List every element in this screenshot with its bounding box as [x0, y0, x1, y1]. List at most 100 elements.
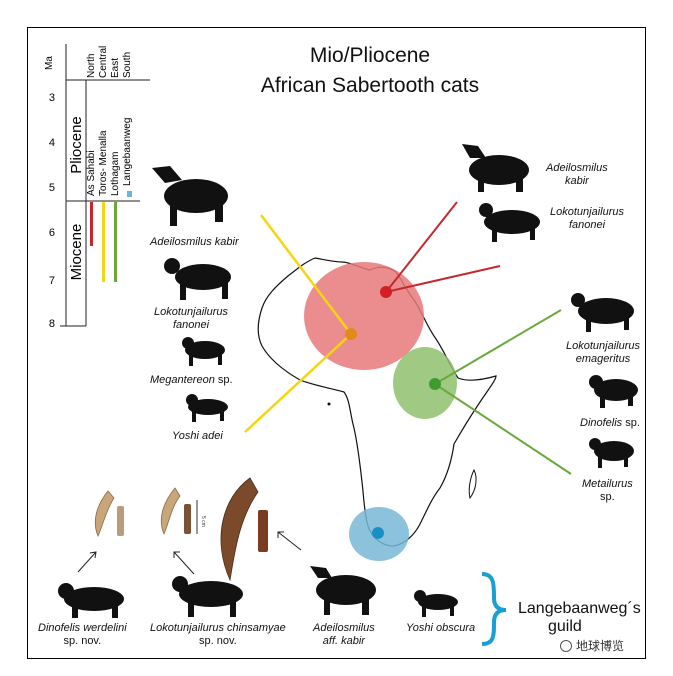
label-lokotunjailurus-chinsamyae: Lokotunjailurus chinsamyae sp. nov. [150, 622, 286, 648]
east-region-ellipse [393, 347, 457, 419]
label-lokotunjailurus-fanonei-right-line1: Lokotunjailurus [550, 206, 624, 218]
guild-label: Langebaanweg´s guild [518, 600, 641, 636]
central-site-dot [345, 328, 357, 340]
dinofelis-werdelini-silhouette [58, 583, 124, 618]
label-megantereon: Megantereon sp. [150, 374, 233, 387]
adeilosmilus-kabir-right-silhouette [462, 144, 529, 192]
label-lokotunjailurus-emageritus-line1: Lokotunjailurus [566, 340, 640, 352]
label-dinofelis-genus: Dinofelis [580, 417, 623, 429]
tooth-dinofelis-section [117, 506, 124, 536]
ma-label: Ma [44, 56, 55, 70]
region-east: East [110, 58, 121, 78]
tooth-lokotunjailurus-section [184, 504, 191, 534]
label-lokotunjailurus-fanonei-right: Lokotunjailurus fanonei [550, 206, 624, 232]
site-lothagam: Lothagam [110, 152, 121, 196]
north-site-dot [380, 286, 392, 298]
north-line-to-adeilosmilus [385, 201, 458, 293]
tooth-dinofelis [94, 490, 115, 537]
site-langebaanweg: Langebaanweg [122, 118, 133, 186]
metailurus-silhouette [589, 438, 634, 468]
watermark-icon [560, 639, 572, 652]
range-bar-as-sahabi [90, 202, 93, 246]
tick-3: 3 [49, 92, 55, 104]
label-lokotunjailurus-fanonei-left-line2: fanonei [172, 319, 210, 331]
central-line-to-adeilosmilus [260, 214, 352, 335]
site-toros-menalla: Toros- Menalla [98, 130, 109, 196]
adeilosmilus-kabir-left-silhouette [152, 166, 228, 226]
tick-8: 8 [49, 318, 55, 330]
label-adeilosmilus-aff-kabir-line1: Adeilosmilus [313, 622, 375, 634]
lokotunjailurus-fanonei-left-silhouette [164, 258, 231, 300]
label-adeilosmilus-kabir-right-line1: Adeilosmilus [546, 162, 608, 174]
label-dinofelis-sp-suffix: sp. [622, 417, 640, 429]
label-dinofelis-sp: Dinofelis sp. [580, 417, 640, 430]
label-lokotunjailurus-emageritus-line2: emageritus [575, 353, 631, 365]
label-dinofelis-werdelini-line1: Dinofelis werdelini [38, 622, 127, 634]
watermark: 地球博览 [560, 637, 624, 654]
lokotunjailurus-fanonei-right-silhouette [479, 203, 540, 242]
epoch-miocene: Miocene [68, 224, 85, 281]
region-north: North [86, 54, 97, 78]
guild-brace [481, 572, 507, 646]
label-yoshi-obscura: Yoshi obscura [406, 622, 476, 634]
site-as-sahabi: As Sahabi [86, 150, 97, 196]
label-adeilosmilus-kabir-left: Adeilosmilus kabir [150, 236, 239, 248]
island-dot [327, 402, 331, 406]
range-bar-toros-menalla [102, 202, 105, 282]
yoshi-adei-silhouette [186, 394, 228, 422]
label-lokotunjailurus-chinsamyae-line1: Lokotunjailurus chinsamyae [150, 622, 286, 634]
label-megantereon-sp: sp. [214, 374, 233, 386]
region-central: Central [98, 46, 109, 78]
north-region-ellipse [304, 262, 424, 370]
label-metailurus-line1: Metailurus [582, 478, 633, 490]
fossil-teeth: 5 cm [94, 477, 268, 582]
label-lokotunjailurus-chinsamyae-line2: sp. nov. [199, 635, 237, 647]
central-line-to-yoshi [244, 333, 352, 433]
arrow-lokotunjailurus-head [173, 551, 180, 558]
label-yoshi-adei: Yoshi adei [172, 430, 223, 442]
arrow-dinofelis-head [89, 551, 97, 559]
guild-label-line2: guild [548, 618, 582, 635]
label-lokotunjailurus-emageritus: Lokotunjailurus emageritus [566, 340, 640, 366]
tooth-adeilosmilus-section [258, 510, 268, 552]
south-site-dot [372, 527, 384, 539]
title-line-1: Mio/Pliocene [309, 44, 431, 67]
madagascar-outline [468, 468, 477, 500]
range-bar-lothagam [114, 202, 117, 282]
lokotunjailurus-emageritus-silhouette [571, 293, 634, 332]
arrow-dinofelis [77, 551, 97, 573]
label-adeilosmilus-aff-kabir-line2: aff. kabir [322, 635, 365, 647]
east-site-dot [429, 378, 441, 390]
east-line-to-emageritus [434, 309, 562, 385]
tick-5: 5 [49, 182, 55, 194]
label-megantereon-genus: Megantereon [150, 374, 215, 386]
east-line-to-metailurus [434, 383, 572, 475]
label-dinofelis-werdelini: Dinofelis werdelini sp. nov. [38, 622, 127, 648]
arrow-adeilosmilus-head [277, 531, 284, 538]
guild-label-line1: Langebaanweg´s [518, 600, 641, 617]
tick-6: 6 [49, 227, 55, 239]
label-adeilosmilus-kabir-right: Adeilosmilus kabir [546, 162, 608, 188]
lokotunjailurus-chinsamyae-silhouette [172, 576, 243, 617]
label-metailurus-line2: sp. [600, 491, 615, 503]
region-south: South [122, 52, 133, 78]
north-line-to-lokotunjailurus [385, 265, 501, 293]
adeilosmilus-aff-kabir-silhouette [310, 566, 376, 615]
label-metailurus: Metailurus sp. [582, 478, 633, 504]
title-line-2: African Sabertooth cats [260, 74, 480, 97]
megantereon-silhouette [182, 337, 225, 366]
yoshi-obscura-silhouette [414, 590, 458, 617]
label-dinofelis-werdelini-line2: sp. nov. [63, 635, 102, 647]
dinofelis-sp-silhouette [589, 375, 638, 408]
label-lokotunjailurus-fanonei-left-line1: Lokotunjailurus [154, 306, 228, 318]
timescale: Ma 3 4 5 6 7 8 Pliocene Miocene North Ce… [44, 44, 150, 330]
label-lokotunjailurus-fanonei-right-line2: fanonei [568, 219, 606, 231]
scale-label: 5 cm [200, 516, 206, 527]
range-bar-langebaanweg [127, 191, 132, 197]
tooth-lokotunjailurus [160, 487, 181, 536]
arrow-adeilosmilus [277, 531, 302, 551]
watermark-text: 地球博览 [576, 639, 625, 653]
label-adeilosmilus-aff-kabir: Adeilosmilus aff. kabir [313, 622, 375, 648]
